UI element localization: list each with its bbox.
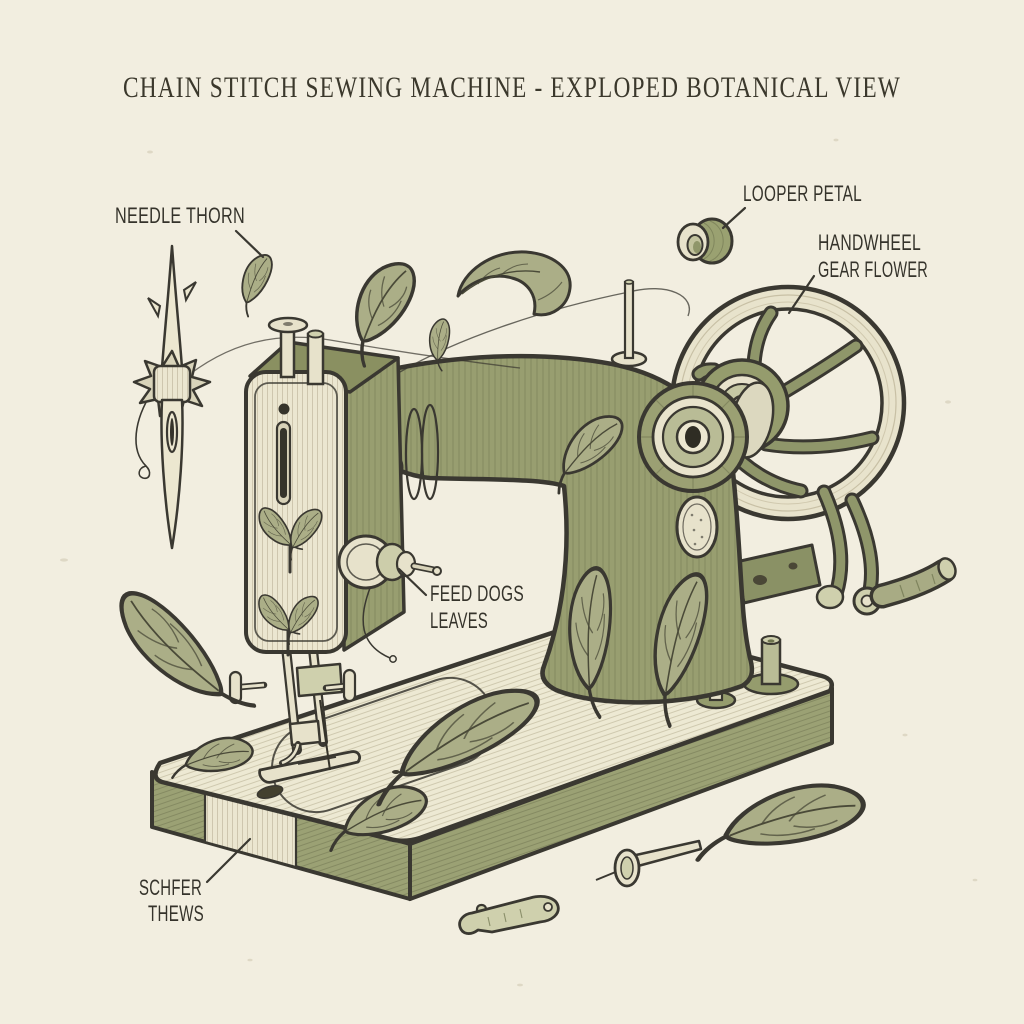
thumb-screw-right <box>322 668 357 703</box>
label-shifter-line1: SCHFER <box>139 875 202 900</box>
head-pin-plain <box>306 329 325 386</box>
head-faceplate <box>244 370 348 654</box>
lower-clamp <box>288 719 322 747</box>
label-handwheel-line1: HANDWHEEL <box>818 230 921 255</box>
pin-part <box>595 839 703 888</box>
looper-petal-leader <box>721 206 747 230</box>
thread-to-head <box>179 336 521 383</box>
spool-pin <box>399 279 691 373</box>
part-labels: NEEDLE THORN LOOPER PETAL HANDWHEEL GEAR… <box>115 181 928 926</box>
hanging-thread <box>362 587 391 659</box>
thumb-screw-left <box>228 670 268 705</box>
shifter-leader <box>205 837 252 884</box>
leaf-top-folded <box>456 250 572 317</box>
illustration-title: CHAIN STITCH SEWING MACHINE - EXPLOPED B… <box>123 71 901 104</box>
faceplate-leaf-sprig-lower <box>252 589 325 657</box>
pillar-medallion <box>675 495 719 559</box>
needle-thorn-leader <box>234 229 265 259</box>
tension-knob <box>337 534 442 663</box>
head-side-face <box>342 356 406 652</box>
head-pin-capped <box>267 316 309 379</box>
faceplate-slot <box>275 403 292 506</box>
label-shifter-line2: THEWS <box>148 901 204 926</box>
crank-handle-grip <box>869 557 957 609</box>
base-pin-large <box>742 635 800 696</box>
scattered-leaves <box>106 248 867 860</box>
presser-foot <box>258 750 361 784</box>
machine-body <box>339 353 775 726</box>
looper-petal-part <box>676 217 734 265</box>
arm-thread-wrap <box>420 403 440 501</box>
faceplate-leaf-sprig-upper <box>252 502 329 574</box>
feed-dogs-leader <box>397 567 428 597</box>
base-hole <box>256 784 284 800</box>
label-feed-dogs-line2: LEAVES <box>430 608 488 633</box>
lever-part <box>458 895 560 935</box>
machine-head <box>244 316 406 657</box>
label-needle-thorn: NEEDLE THORN <box>115 203 245 228</box>
label-looper-petal: LOOPER PETAL <box>743 181 862 206</box>
needle <box>319 699 331 771</box>
label-feed-dogs-line1: FEED DOGS <box>430 581 524 606</box>
needle-clamp-block <box>295 662 344 698</box>
label-handwheel-line2: GEAR FLOWER <box>818 257 928 282</box>
needle-thorn-figure <box>132 244 212 550</box>
crank-assembly <box>734 484 957 616</box>
handwheel-leader <box>787 274 816 315</box>
needle-eye <box>165 410 179 454</box>
machine-pulley <box>637 381 749 493</box>
